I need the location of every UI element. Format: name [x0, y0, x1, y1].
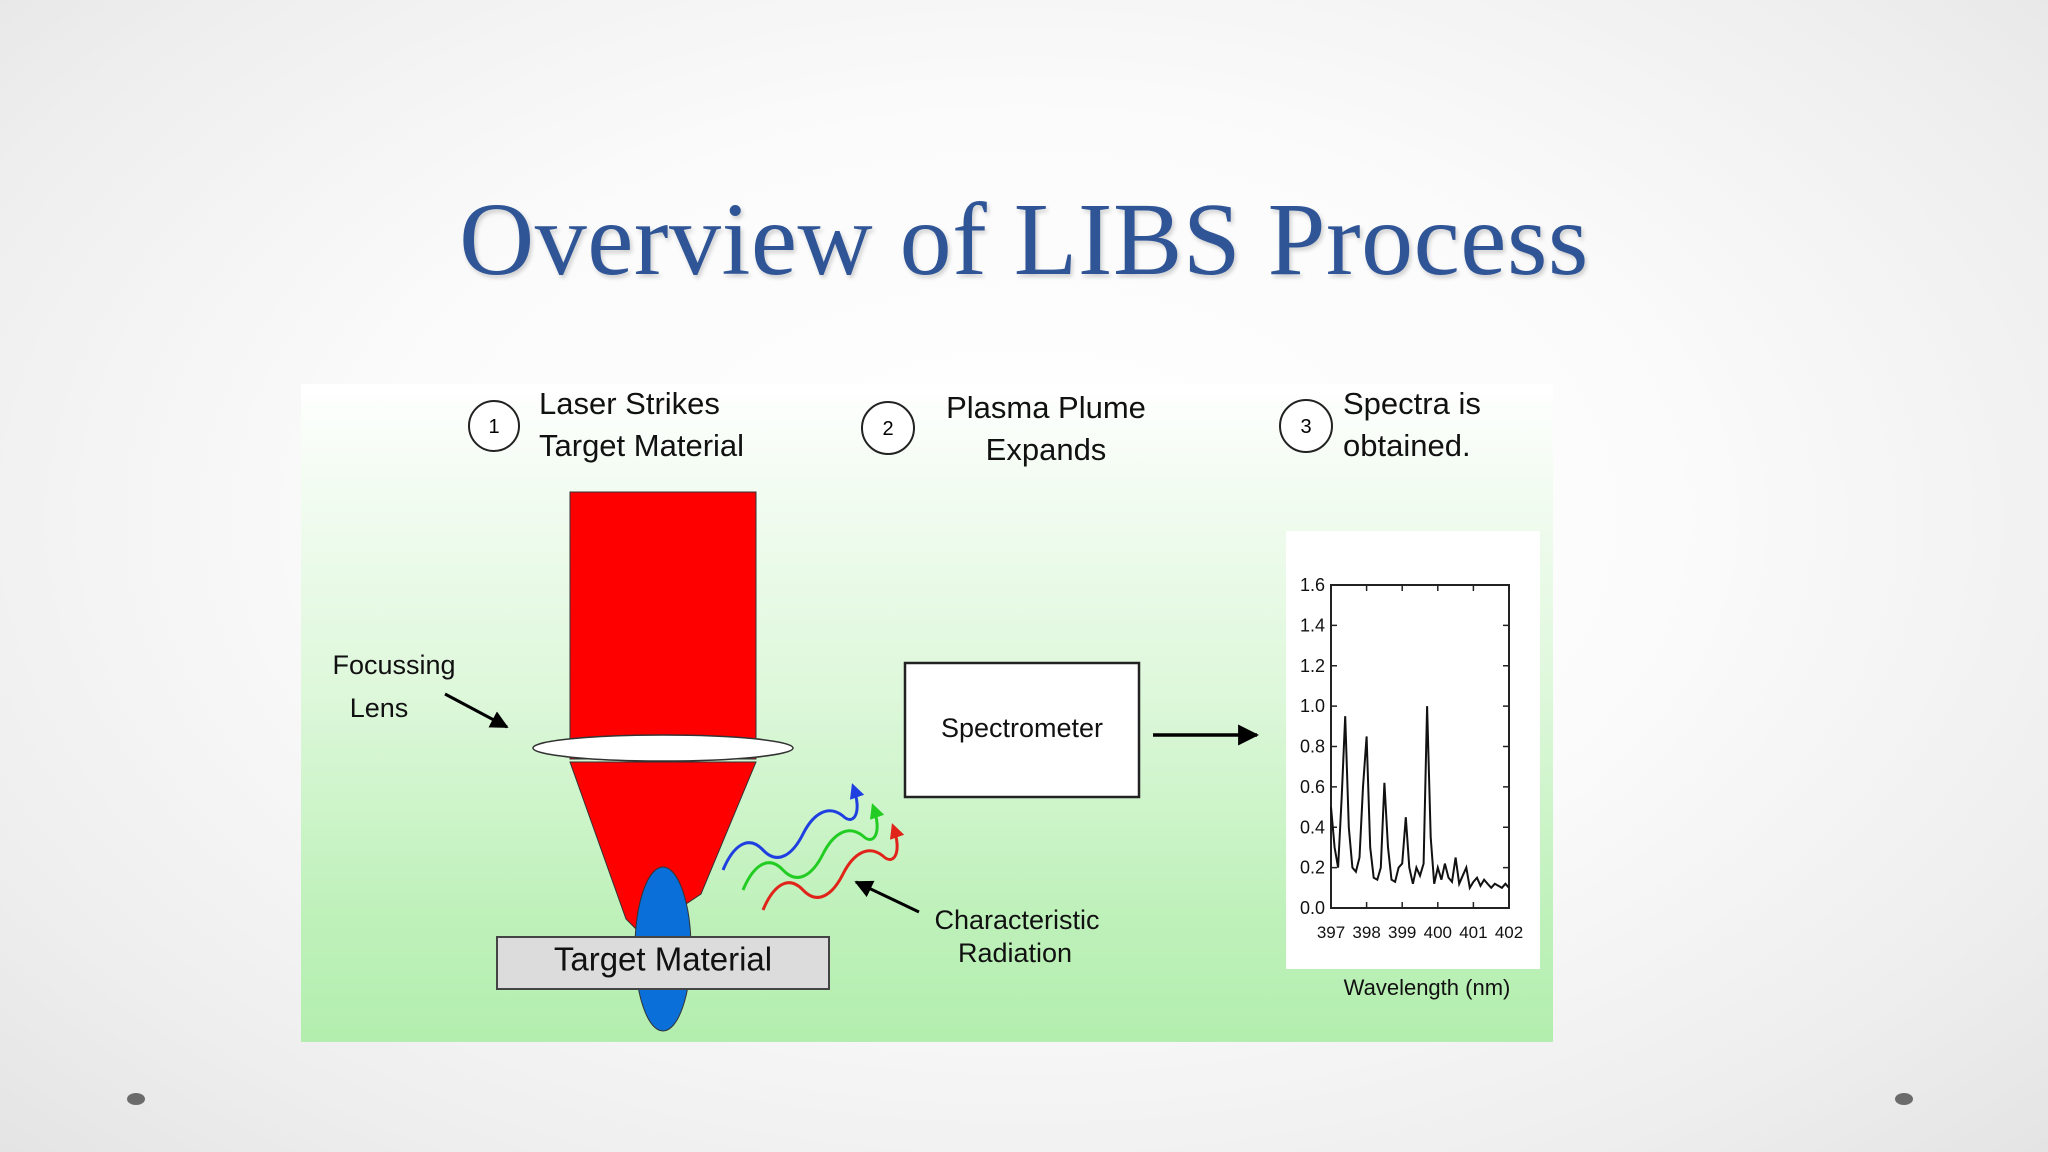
spectrum-panel: [1286, 531, 1540, 969]
step-1: 1 Laser Strikes Target Material: [468, 386, 744, 463]
x-tick-label: 399: [1388, 923, 1416, 942]
radiation-pointer-arrow: [854, 880, 920, 914]
laser-beam: [569, 491, 757, 760]
x-tick-label: 398: [1352, 923, 1380, 942]
x-tick-label: 402: [1495, 923, 1523, 942]
step-2: 2 Plasma Plume Expands: [861, 390, 1146, 467]
step-2-circle: [861, 401, 915, 455]
y-tick-label: 0.0: [1300, 898, 1325, 918]
x-tick-label: 401: [1459, 923, 1487, 942]
focusing-lens: [532, 734, 794, 762]
x-tick-label: 397: [1317, 923, 1345, 942]
radiation-label-line1: Characteristic: [934, 905, 1099, 935]
y-tick-label: 1.0: [1300, 696, 1325, 716]
step-3: 3 Spectra is obtained.: [1279, 386, 1481, 463]
y-tick-label: 1.4: [1300, 615, 1325, 635]
libs-diagram: 1 Laser Strikes Target Material 2 Plasma…: [301, 384, 1553, 1042]
diagram-canvas: 1 Laser Strikes Target Material 2 Plasma…: [332, 386, 1540, 1032]
step-1-line2: Target Material: [539, 428, 744, 463]
radiation-wave-red: [761, 823, 905, 911]
spectrometer-label: Spectrometer: [941, 713, 1103, 743]
spectrum-series-line: [1330, 706, 1510, 891]
step-3-line1: Spectra is: [1343, 386, 1481, 421]
spectrum-chart: 0.0 0.2 0.4 0.6 0.8 1.0 1.2 1.4 1.6 397 398 399 400 4…: [1300, 575, 1523, 942]
radiation-wave-blue: [721, 783, 865, 871]
step-1-number: 1: [488, 416, 499, 438]
x-tick-label: 400: [1424, 923, 1452, 942]
y-tick-label: 0.8: [1300, 737, 1325, 757]
y-tick-label: 0.6: [1300, 777, 1325, 797]
slide-footer-dot-right: [1895, 1093, 1913, 1105]
step-3-circle: [1279, 399, 1333, 453]
step-2-line1: Plasma Plume: [946, 390, 1146, 425]
y-tick-label: 1.2: [1300, 656, 1325, 676]
slide-title: Overview of LIBS Process: [459, 182, 1589, 297]
y-tick-label: 0.2: [1300, 858, 1325, 878]
step-2-number: 2: [882, 418, 893, 440]
lens-label-line1: Focussing: [332, 650, 455, 680]
step-1-line1: Laser Strikes: [539, 386, 720, 421]
target-material-block: [496, 936, 830, 990]
target-material-label: Target Material: [554, 941, 772, 978]
step-3-line2: obtained.: [1343, 428, 1471, 463]
step-3-number: 3: [1300, 416, 1311, 438]
step-1-circle: [468, 400, 520, 452]
slide-footer-dot-left: [127, 1093, 145, 1105]
lens-pointer-arrow: [444, 692, 509, 729]
lens-label-line2: Lens: [350, 693, 409, 723]
step-2-line2: Expands: [986, 432, 1107, 467]
spectrometer-box: [903, 661, 1141, 799]
radiation-wave-green: [741, 803, 885, 891]
spectrum-x-axis-label: Wavelength (nm): [1344, 975, 1511, 1000]
y-tick-label: 1.6: [1300, 575, 1325, 595]
y-tick-label: 0.4: [1300, 817, 1325, 837]
radiation-label-line2: Radiation: [958, 938, 1072, 968]
